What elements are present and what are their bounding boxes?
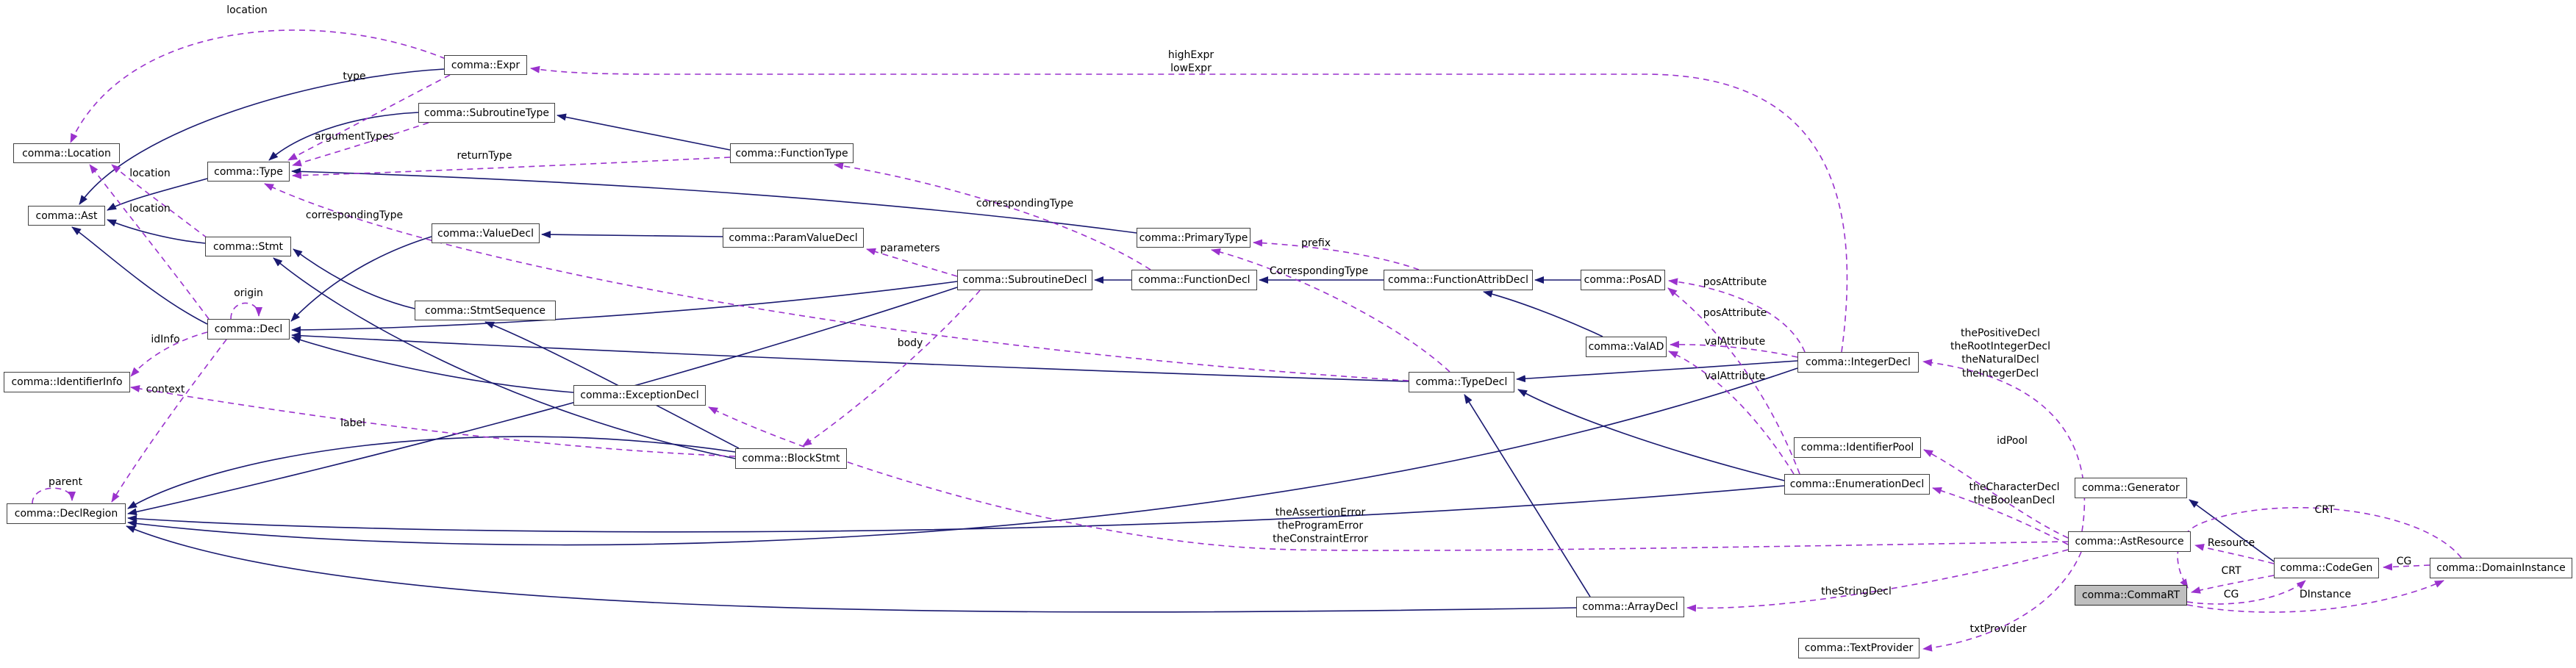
node-comma-enumeration-decl[interactable]: comma::EnumerationDecl [1784,474,1930,495]
node-comma-value-decl[interactable]: comma::ValueDecl [432,223,540,243]
edge-label-location-top: location [226,4,268,16]
edge-label-highexpr-lowexpr: highExpr lowExpr [1167,49,1214,74]
edge-label-type: type [343,70,366,82]
edge-label-the-string-decl: theStringDecl [1821,585,1892,597]
edge-label-cg-right: CG [2396,555,2412,567]
node-comma-function-type[interactable]: comma::FunctionType [730,143,854,163]
node-comma-pos-ad[interactable]: comma::PosAD [1581,270,1665,290]
node-comma-function-attrib-decl[interactable]: comma::FunctionAttribDecl [1384,270,1533,290]
node-comma-block-stmt[interactable]: comma::BlockStmt [735,448,847,469]
node-comma-primary-type[interactable]: comma::PrimaryType [1137,228,1251,248]
node-comma-subroutine-type[interactable]: comma::SubroutineType [418,103,555,123]
edge-label-location-decl: location [129,202,171,215]
edge-label-parameters: parameters [880,242,940,254]
node-comma-val-ad[interactable]: comma::ValAD [1586,337,1667,357]
node-comma-type-decl[interactable]: comma::TypeDecl [1409,372,1514,392]
edge-label-idinfo: idInfo [151,333,180,345]
edge-label-corresponding-type-primarytype: CorrespondingType [1269,265,1369,277]
node-comma-comma-rt: comma::CommaRT [2075,585,2187,606]
node-comma-domain-instance[interactable]: comma::DomainInstance [2430,558,2572,578]
edge-label-cg-mid: CG [2223,588,2239,600]
node-comma-function-decl[interactable]: comma::FunctionDecl [1131,270,1257,290]
edge-label-txt-provider: txtProvider [1969,622,2027,635]
edge-label-parent: parent [49,475,82,488]
node-comma-integer-decl[interactable]: comma::IntegerDecl [1797,352,1919,373]
edge-label-label: label [340,417,365,429]
node-comma-subroutine-decl[interactable]: comma::SubroutineDecl [957,270,1092,290]
node-comma-text-provider[interactable]: comma::TextProvider [1798,638,1920,658]
edge-label-origin: origin [234,287,263,299]
node-comma-type[interactable]: comma::Type [207,162,290,182]
node-comma-array-decl[interactable]: comma::ArrayDecl [1576,597,1684,617]
node-comma-decl-region[interactable]: comma::DeclRegion [7,503,126,524]
edge-label-corresponding-type-type: correspondingType [305,209,404,221]
edge-label-crt-top: CRT [2314,503,2335,516]
node-comma-stmt[interactable]: comma::Stmt [205,237,291,256]
node-comma-ast-resource[interactable]: comma::AstResource [2068,531,2191,552]
edge-label-val-attribute-1: valAttribute [1704,335,1766,348]
edge-label-enum-decls: theCharacterDecl theBooleanDecl [1969,481,2060,506]
edge-label-val-attribute-2: valAttribute [1704,370,1766,382]
node-comma-param-value-decl[interactable]: comma::ParamValueDecl [723,228,864,248]
edge-label-resource: Resource [2207,536,2255,549]
edge-label-exception-decls: theAssertionError theProgramError theCon… [1273,506,1368,546]
edge-label-integer-decls: thePositiveDecl theRootIntegerDecl theNa… [1950,327,2051,380]
edge-label-context: context [146,383,185,395]
edge-label-return-type: returnType [457,149,512,162]
edge-label-location-stmt: location [129,167,171,179]
edge-label-pos-attribute-2: posAttribute [1703,306,1767,319]
node-comma-code-gen[interactable]: comma::CodeGen [2274,558,2379,578]
node-comma-stmt-sequence[interactable]: comma::StmtSequence [415,301,556,320]
node-comma-ast[interactable]: comma::Ast [28,206,105,226]
edge-label-body: body [897,337,923,349]
node-comma-expr[interactable]: comma::Expr [444,55,527,75]
edge-label-prefix: prefix [1300,237,1331,249]
node-comma-location[interactable]: comma::Location [13,143,120,163]
edge-label-idpool: idPool [1997,434,2028,447]
edge-label-corresponding-type-functiontype: correspondingType [976,197,1074,209]
node-comma-identifier-info[interactable]: comma::IdentifierInfo [4,372,130,392]
edge-label-argument-types: argumentTypes [315,130,394,143]
edge-label-crt-mid: CRT [2221,564,2242,577]
edge-label-dinstance: DInstance [2299,588,2352,600]
node-comma-decl[interactable]: comma::Decl [207,319,290,340]
node-comma-generator[interactable]: comma::Generator [2075,478,2187,498]
node-comma-exception-decl[interactable]: comma::ExceptionDecl [573,385,706,406]
edge-label-pos-attribute-1: posAttribute [1703,276,1767,288]
node-comma-identifier-pool[interactable]: comma::IdentifierPool [1794,437,1921,458]
